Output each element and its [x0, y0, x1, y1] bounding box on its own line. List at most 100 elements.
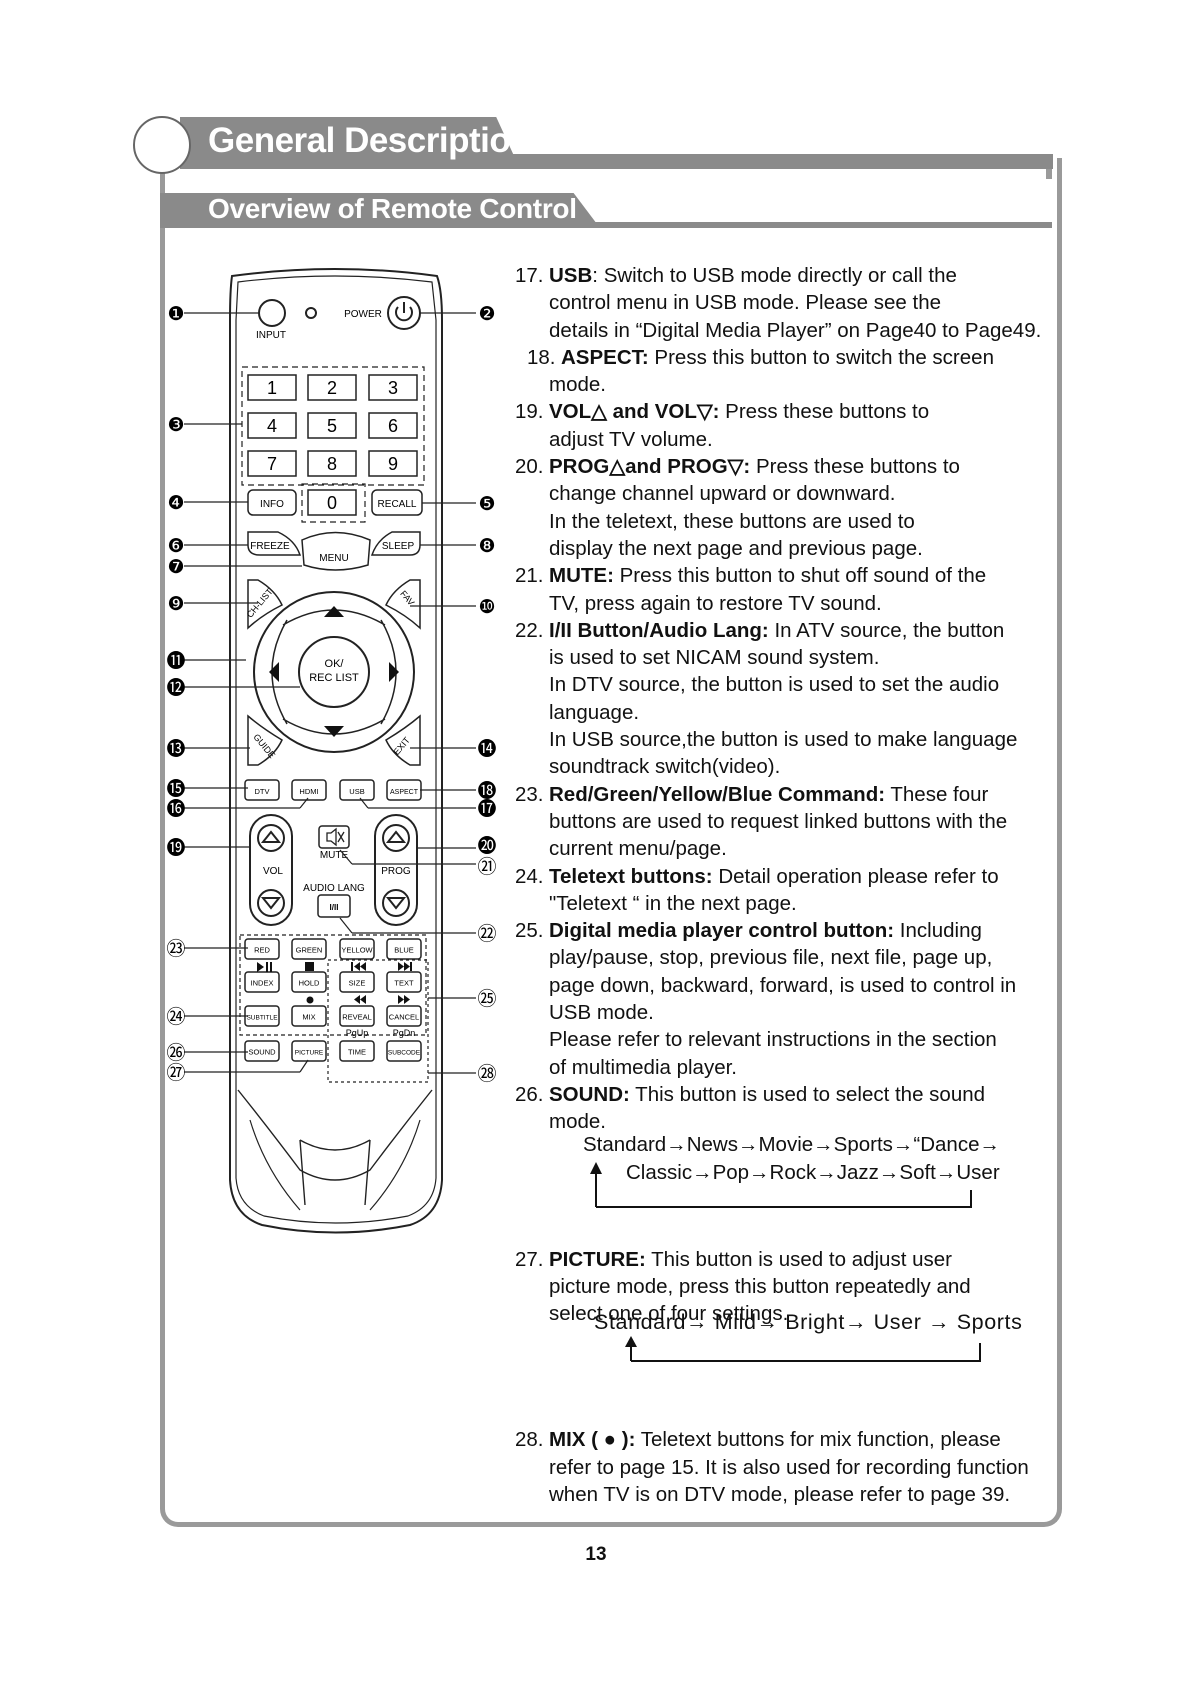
digit-button-5[interactable] — [307, 412, 357, 439]
menu-label: MENU — [319, 553, 348, 564]
item-term: MUTE: — [549, 564, 614, 588]
reveal-button[interactable] — [339, 1005, 375, 1027]
audio-lang-button[interactable] — [317, 894, 351, 918]
hold-button[interactable] — [291, 971, 327, 993]
prog-rocker[interactable] — [374, 814, 418, 926]
digit-button-8[interactable] — [307, 450, 357, 477]
item-number: 23. — [515, 782, 544, 806]
prog-down-button[interactable] — [382, 889, 410, 917]
callout-5: ❺ — [478, 494, 495, 515]
input-label: INPUT — [256, 330, 286, 341]
item-term: ASPECT: — [561, 345, 649, 369]
ch-list-button[interactable] — [247, 579, 283, 630]
triangle-down-icon — [260, 897, 282, 910]
freeze-button[interactable] — [247, 531, 302, 556]
pgdn-label: PgDn — [393, 1028, 416, 1038]
digit-label: 6 — [388, 416, 398, 436]
description-item-28: 28.MIX ( ● ): Teletext buttons for mix f… — [515, 1428, 1029, 1506]
power-label: POWER — [344, 309, 382, 320]
prog-up-button[interactable] — [382, 824, 410, 852]
prog-label: PROG — [381, 866, 411, 877]
mute-button[interactable] — [318, 825, 350, 849]
dtv-button[interactable] — [244, 779, 280, 801]
right-arrow-icon[interactable] — [389, 662, 399, 682]
callout-6: ❻ — [167, 536, 184, 557]
aspect-label: ASPECT — [390, 789, 419, 796]
item-number: 18. — [527, 345, 556, 369]
picture-loop-arrow — [625, 1336, 981, 1362]
exit-button[interactable] — [385, 714, 421, 766]
callout-10: ❿ — [478, 597, 495, 618]
vol-down-button[interactable] — [257, 889, 285, 917]
sleep-button[interactable] — [370, 531, 421, 556]
mix-button[interactable] — [291, 1005, 327, 1027]
digit-button-7[interactable] — [247, 450, 297, 477]
rec-list-label: REC LIST — [309, 672, 359, 684]
digit-button-0[interactable] — [307, 489, 357, 516]
description-item-23: 23.Red/Green/Yellow/Blue Command: These … — [515, 782, 1008, 861]
menu-button[interactable] — [301, 531, 371, 571]
callout-25: ㉕ — [477, 988, 496, 1010]
recall-label: RECALL — [378, 499, 417, 510]
callout-3: ❸ — [167, 415, 184, 436]
red-button[interactable] — [244, 938, 280, 960]
mute-label: MUTE — [320, 850, 349, 861]
index-button[interactable] — [244, 971, 280, 993]
usb-button[interactable] — [339, 779, 375, 801]
callout-8: ❽ — [478, 536, 495, 557]
description-list: 17.USB: Switch to USB mode directly or c… — [515, 262, 1055, 1508]
left-arrow-icon[interactable] — [269, 662, 279, 682]
digit-label: 5 — [327, 416, 337, 436]
digit-button-9[interactable] — [368, 450, 418, 477]
subtitle-rule — [590, 222, 1052, 228]
item-term: Red/Green/Yellow/Blue Command: — [549, 782, 886, 806]
digit-button-6[interactable] — [368, 412, 418, 439]
text-button[interactable] — [386, 971, 422, 993]
sound-sequence-row1: Standard→News→Movie→Sports→“Dance→ — [583, 1133, 1000, 1156]
callout-11: ⓫ — [166, 650, 185, 672]
input-button[interactable] — [258, 299, 286, 327]
vol-up-button[interactable] — [257, 824, 285, 852]
picture-sequence: Standard→ Mild→ Bright→ User → Sports — [594, 1310, 1023, 1334]
down-arrow-icon[interactable] — [324, 726, 344, 737]
digit-label: 2 — [327, 378, 337, 398]
yellow-button[interactable] — [339, 938, 375, 960]
guide-label: GUIDE — [251, 732, 277, 760]
digit-label: 4 — [267, 416, 277, 436]
digit-button-1[interactable] — [247, 374, 297, 401]
hdmi-button[interactable] — [291, 779, 327, 801]
digit-button-2[interactable] — [307, 374, 357, 401]
blue-button[interactable] — [386, 938, 422, 960]
description-item-20: 20.PROG△and PROG▽: Press these buttons t… — [515, 455, 960, 560]
callout-26: ㉖ — [166, 1042, 185, 1064]
size-button[interactable] — [339, 971, 375, 993]
vol-rocker[interactable] — [249, 814, 293, 926]
navigation-ring — [253, 591, 415, 753]
digit-button-4[interactable] — [247, 412, 297, 439]
mix-label: MIX — [302, 1013, 315, 1022]
digit-button-3[interactable] — [368, 374, 418, 401]
time-button[interactable] — [339, 1040, 375, 1062]
callout-1: ❶ — [167, 304, 184, 325]
green-button[interactable] — [291, 938, 327, 960]
item-term: VOL△ and VOL▽: — [549, 400, 720, 424]
up-arrow-icon[interactable] — [324, 606, 344, 617]
callout-28: ㉘ — [477, 1063, 496, 1085]
subcode-button[interactable] — [386, 1040, 422, 1062]
guide-button[interactable] — [247, 714, 283, 766]
ok-rec-list-button[interactable] — [298, 636, 370, 708]
callout-23: ㉓ — [166, 938, 185, 960]
sound-button[interactable] — [244, 1040, 280, 1062]
fav-button[interactable] — [385, 579, 421, 630]
picture-button[interactable] — [291, 1040, 327, 1062]
i-ii-label: I/II — [330, 903, 339, 912]
item-term: USB — [549, 264, 593, 287]
cancel-button[interactable] — [386, 1005, 422, 1027]
callout-14: ⓮ — [477, 738, 496, 760]
callout-4: ❹ — [167, 493, 184, 514]
item-term: PROG△and PROG▽: — [549, 455, 751, 479]
hold-label: HOLD — [299, 979, 320, 988]
